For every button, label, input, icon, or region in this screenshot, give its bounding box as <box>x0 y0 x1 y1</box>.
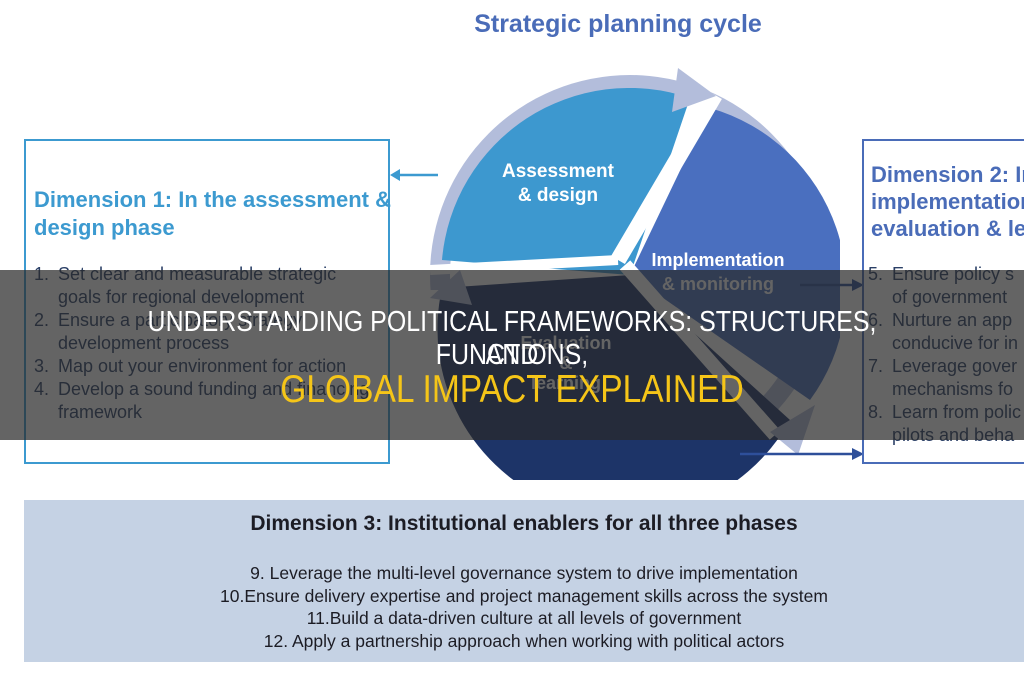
arrow-to-dimension1-icon <box>390 169 438 181</box>
list-item: 11.Build a data-driven culture at all le… <box>306 608 742 628</box>
list-item: 10.Ensure delivery expertise and project… <box>220 585 828 606</box>
segment-assessment-label: Assessment & design <box>502 161 614 206</box>
list-item: 9. Leverage the multi-level governance s… <box>250 563 798 583</box>
title-overlay-band <box>0 270 1024 440</box>
diagram-title: Strategic planning cycle <box>474 10 762 38</box>
dimension3-list: 9. Leverage the multi-level governance s… <box>0 562 1024 652</box>
dimension1-heading: Dimension 1: In the assessment & design … <box>34 187 391 240</box>
dimension3-panel: Dimension 3: Institutional enablers for … <box>24 500 1024 662</box>
overlay-title-line1: UNDERSTANDING POLITICAL FRAMEWORKS: STRU… <box>147 306 877 371</box>
overlay-title-highlight: GLOBAL IMPACT EXPLAINED <box>280 368 744 411</box>
dimension2-heading: Dimension 2: In implementation evaluatio… <box>871 162 1024 241</box>
arrow-to-dimension2-bottom-icon <box>740 448 864 460</box>
overlay-title-line2: AND <box>485 339 539 371</box>
arrow-head-icon <box>672 68 716 112</box>
list-item: 12. Apply a partnership approach when wo… <box>263 630 785 651</box>
dimension3-heading: Dimension 3: Institutional enablers for … <box>250 512 798 535</box>
